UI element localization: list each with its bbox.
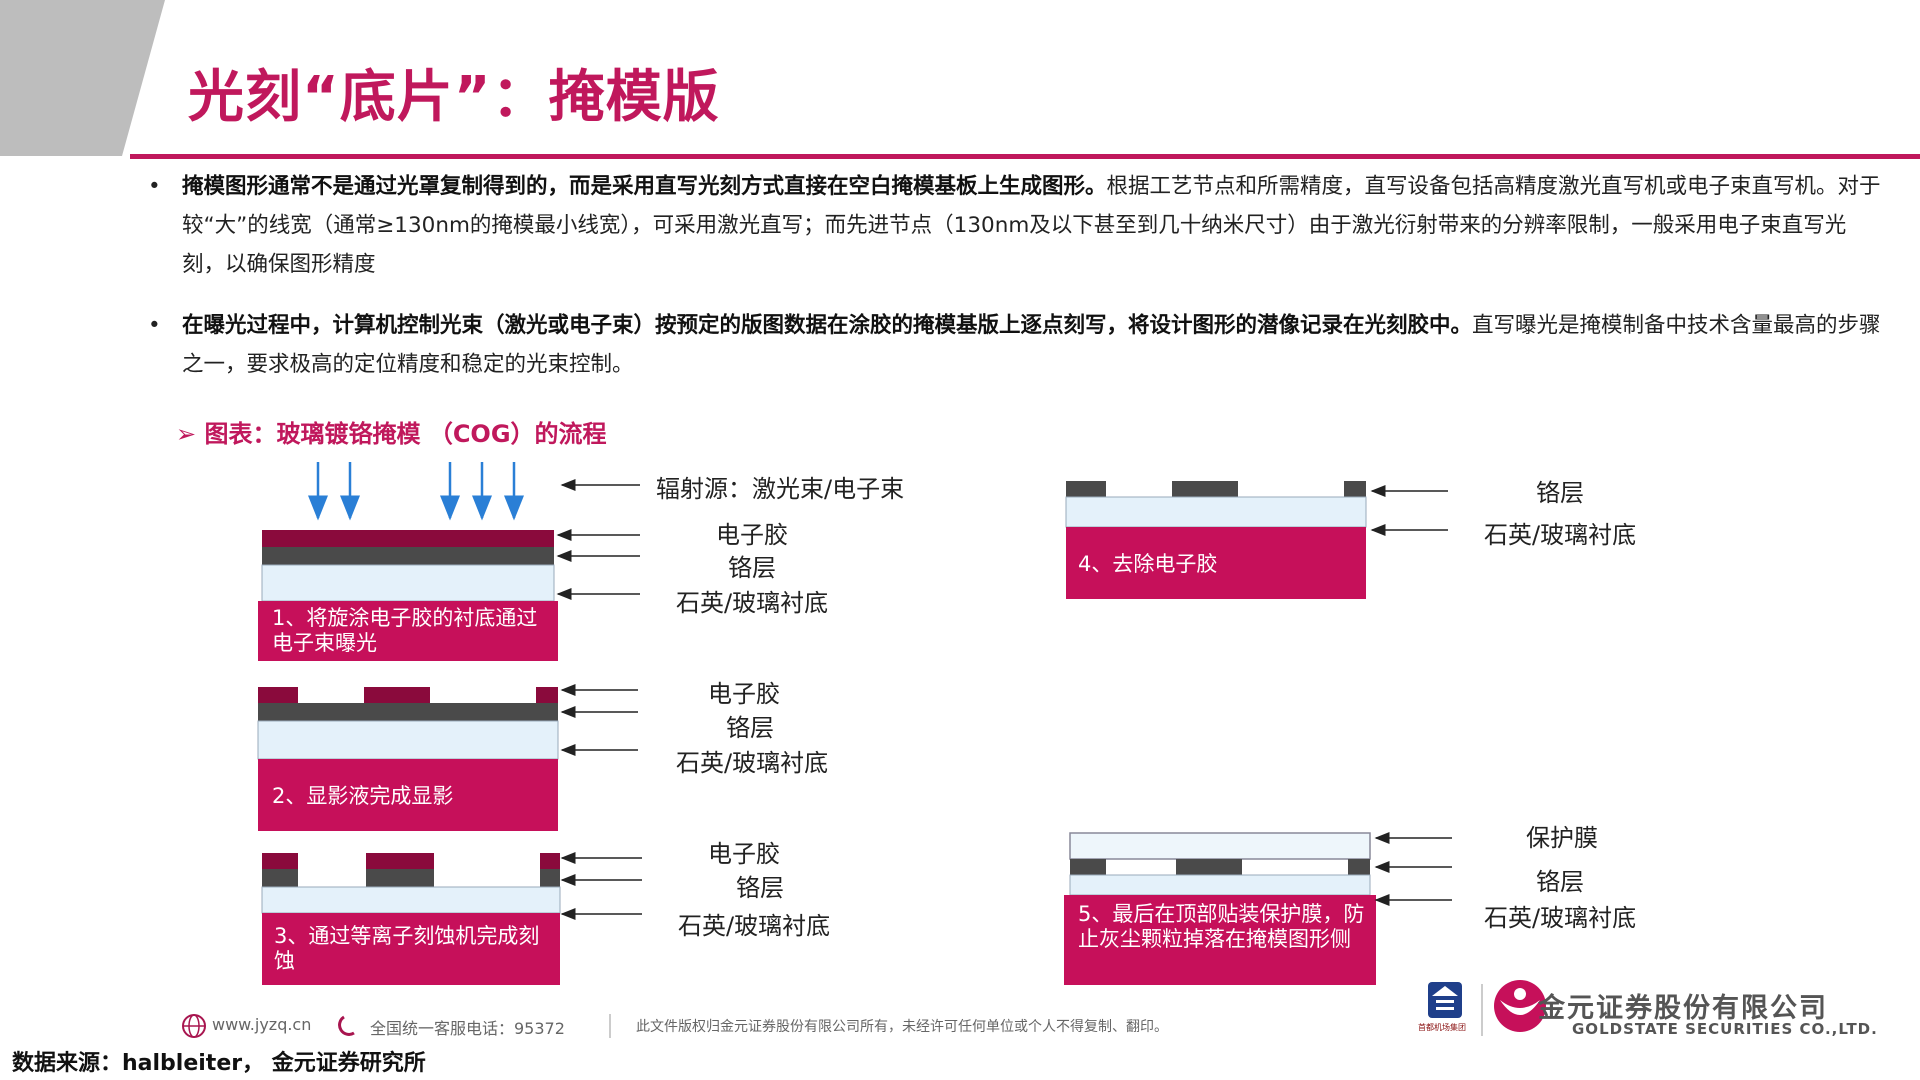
- label-chrome: 铬层: [1536, 868, 1584, 896]
- bullet-1-text: 根据工艺节点和所需精度，直写设备包括高精度激光直写机或电子束直写机。对于较“大”…: [182, 174, 1881, 277]
- photoresist-block: [536, 687, 558, 703]
- step-5-box: [1064, 895, 1376, 985]
- photoresist-block: [540, 853, 560, 869]
- label-chrome: 铬层: [728, 554, 776, 582]
- step-1-text: 1、将旋涂电子胶的衬底通过电子束曝光: [272, 606, 538, 655]
- chrome-block: [1172, 481, 1238, 497]
- label-photoresist: 电子胶: [708, 680, 780, 708]
- step-4-text: 4、去除电子胶: [1078, 552, 1218, 576]
- photoresist-block: [258, 687, 298, 703]
- chrome-block: [1176, 859, 1242, 875]
- page-title: 光刻“底片”：掩模版: [188, 65, 720, 130]
- label-substrate: 石英/玻璃衬底: [676, 589, 829, 617]
- bullet-marker: •: [148, 174, 161, 199]
- label-chrome: 铬层: [1536, 479, 1584, 507]
- globe-icon-meridian: [188, 1014, 200, 1038]
- data-source: 数据来源：halbleiter， 金元证券研究所: [12, 1051, 426, 1076]
- step-2-box: [258, 759, 558, 831]
- photoresist-block: [366, 853, 434, 869]
- chrome-layer: [262, 547, 554, 565]
- substrate-layer: [261, 564, 555, 602]
- bullet-2-text: 直写曝光是掩模制备中技术含量最高的步骤之一，要求极高的定位精度和稳定的光束控制。: [182, 313, 1881, 377]
- step-3-text: 3、通过等离子刻蚀机完成刻蚀: [274, 924, 540, 973]
- airport-group-name: 首都机场集团: [1418, 1023, 1466, 1032]
- chrome-block: [1066, 481, 1106, 497]
- photoresist-block: [262, 853, 298, 869]
- footer-copyright: 此文件版权归金元证券股份有限公司所有，未经许可任何单位或个人不得复制、翻印。: [636, 1019, 1168, 1035]
- label-substrate: 石英/玻璃衬底: [1484, 521, 1637, 549]
- header-gray-corner: [0, 0, 165, 156]
- chrome-block: [366, 869, 434, 887]
- label-photoresist: 电子胶: [716, 521, 788, 549]
- protective-film-layer: [1069, 832, 1371, 860]
- footer-website[interactable]: www.jyzq.cn: [212, 1015, 312, 1034]
- airport-group-logo: [1428, 982, 1462, 1018]
- label-photoresist: 电子胶: [708, 840, 780, 868]
- footer-hotline: 全国统一客服电话：95372: [370, 1019, 565, 1038]
- chrome-block: [262, 869, 298, 887]
- step-4-diagram: [1065, 481, 1448, 599]
- label-substrate: 石英/玻璃衬底: [1484, 904, 1637, 932]
- step-1-diagram: [258, 462, 640, 661]
- substrate-layer: [257, 720, 559, 760]
- company-name-cn: 金元证券股份有限公司: [1538, 993, 1828, 1024]
- substrate-layer: [1065, 496, 1367, 528]
- chrome-block: [1348, 859, 1370, 875]
- bullet-marker: •: [148, 313, 161, 338]
- company-name-en: GOLDSTATE SECURITIES CO.,LTD.: [1572, 1020, 1878, 1038]
- label-substrate: 石英/玻璃衬底: [676, 749, 829, 777]
- bullet-2-bold: 在曝光过程中，计算机控制光束（激光或电子束）按预定的版图数据在涂胶的掩模基版上逐…: [182, 313, 1473, 338]
- substrate-layer: [1069, 874, 1371, 896]
- figure-caption: ➢ 图表：玻璃镀铬掩模 （COG）的流程: [176, 420, 607, 448]
- goldstate-logo: [1494, 980, 1546, 1032]
- step-3-diagram: [261, 852, 642, 985]
- chrome-layer: [258, 703, 558, 721]
- photoresist-layer: [262, 530, 554, 547]
- label-radiation-source: 辐射源：激光束/电子束: [656, 475, 905, 503]
- label-chrome: 铬层: [736, 874, 784, 902]
- bullet-1-bold: 掩模图形通常不是通过光罩复制得到的，而是采用直写光刻方式直接在空白掩模基板上生成…: [182, 174, 1107, 199]
- phone-icon: [338, 1015, 355, 1036]
- step-2-diagram: [257, 684, 638, 831]
- chrome-block: [540, 869, 560, 887]
- chrome-block: [1070, 859, 1106, 875]
- step-1-box: [258, 601, 558, 661]
- step-5-diagram: [1064, 832, 1452, 985]
- step-2-text: 2、显影液完成显影: [272, 784, 454, 808]
- chrome-block: [1344, 481, 1366, 497]
- label-chrome: 铬层: [726, 714, 774, 742]
- step-3-box: [262, 913, 560, 985]
- step-5-text: 5、最后在顶部贴装保护膜，防止灰尘颗粒掉落在掩模图形侧: [1078, 902, 1365, 951]
- label-protective-film: 保护膜: [1526, 824, 1598, 852]
- label-substrate: 石英/玻璃衬底: [678, 912, 831, 940]
- substrate-layer: [261, 886, 561, 914]
- photoresist-block: [364, 687, 430, 703]
- title-divider: [130, 154, 1920, 159]
- step-4-box: [1066, 527, 1366, 599]
